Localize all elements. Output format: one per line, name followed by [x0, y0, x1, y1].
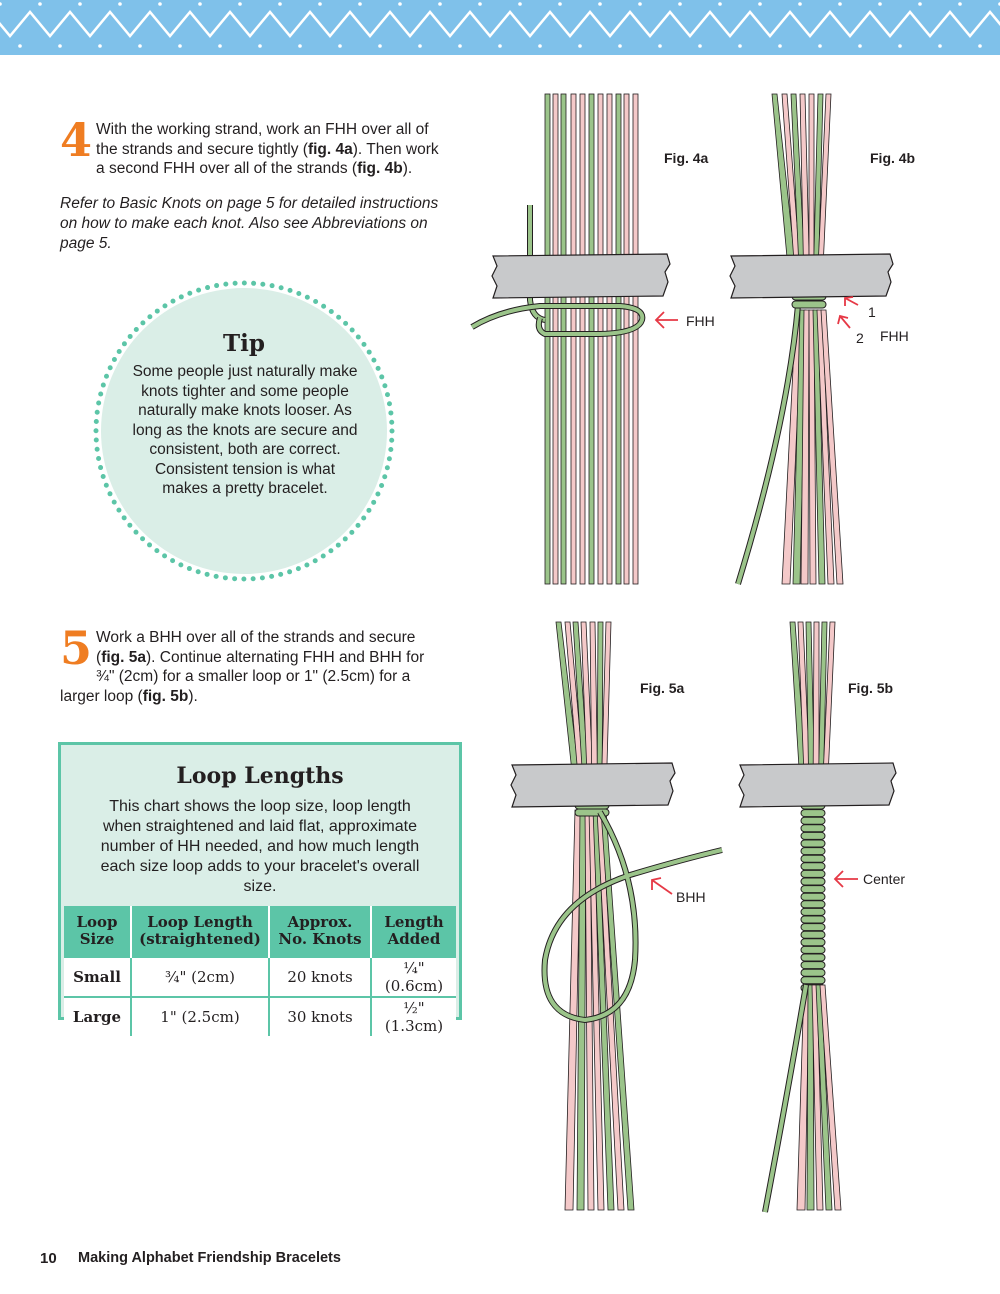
table-cell: ¾" (2cm): [131, 956, 270, 997]
figure-4b-illustration: [729, 93, 894, 585]
figure-4b-callout-1: 1: [868, 304, 876, 320]
figure-4a-illustration: [470, 93, 678, 585]
step-text: ). Then work a second FHH over all of th…: [96, 140, 439, 178]
table-cell: 1" (2.5cm): [131, 996, 270, 1036]
table-cell: ½" (1.3cm): [371, 996, 456, 1036]
table-cell: 30 knots: [269, 996, 372, 1036]
figure-5b-callout: Center: [863, 871, 906, 887]
fig-ref: fig. 4a: [307, 140, 353, 158]
tip-dotted-ring: [93, 280, 395, 582]
step-number: 5: [60, 621, 93, 675]
column-header: Loop Length(straightened): [131, 906, 270, 957]
step-text: With the working strand, work an FHH ove…: [96, 121, 429, 158]
figure-4b-callout: FHH: [880, 328, 909, 344]
figure-5b-illustration: [738, 621, 897, 1213]
table-cell: ¼" (0.6cm): [371, 956, 456, 997]
column-header: Approx.No. Knots: [269, 906, 372, 957]
step-text: ). Continue alternating FHH and BHH for …: [60, 648, 425, 705]
book-title: Making Alphabet Friendship Bracelets: [78, 1250, 341, 1266]
table-cell: Small: [64, 956, 132, 997]
fig-ref: fig. 4b: [357, 160, 403, 177]
table-row: Large 1" (2.5cm) 30 knots ½" (1.3cm): [64, 996, 456, 1036]
top-banner: [0, 0, 1000, 55]
figure-5a-callout: BHH: [676, 889, 706, 905]
fig-ref: fig. 5b: [142, 687, 189, 705]
step-number: 4: [60, 113, 93, 167]
fig-ref: fig. 5a: [101, 648, 146, 666]
figure-4a-label: Fig. 4a: [664, 150, 709, 166]
figure-5b-label: Fig. 5b: [848, 680, 894, 696]
table-cell: Large: [64, 996, 132, 1036]
tip-title: Tip: [223, 330, 265, 357]
table-row: Small ¾" (2cm) 20 knots ¼" (0.6cm): [64, 956, 456, 997]
step-text: Work a BHH over all of the strands and s…: [96, 629, 416, 666]
figure-5a-label: Fig. 5a: [640, 680, 685, 696]
tip-circle: [101, 288, 387, 574]
loop-lengths-title: Loop Lengths: [176, 763, 344, 789]
figure-4a-callout: FHH: [686, 313, 715, 329]
table-cell: 20 knots: [269, 956, 372, 997]
figure-5a-illustration: [510, 621, 723, 1211]
step-text: ).: [188, 687, 198, 705]
basic-knots-note: Refer to Basic Knots on page 5 for detai…: [60, 195, 439, 252]
figure-4b-label: Fig. 4b: [870, 150, 916, 166]
page-number: 10: [40, 1250, 57, 1267]
step-text: ).: [402, 160, 413, 177]
tip-body: Some people just naturally make knots ti…: [132, 363, 358, 497]
figure-4b-callout-2: 2: [856, 330, 864, 346]
loop-lengths-intro: This chart shows the loop size, loop len…: [100, 798, 420, 895]
loop-lengths-box: Loop Lengths This chart shows the loop s…: [58, 742, 462, 1036]
